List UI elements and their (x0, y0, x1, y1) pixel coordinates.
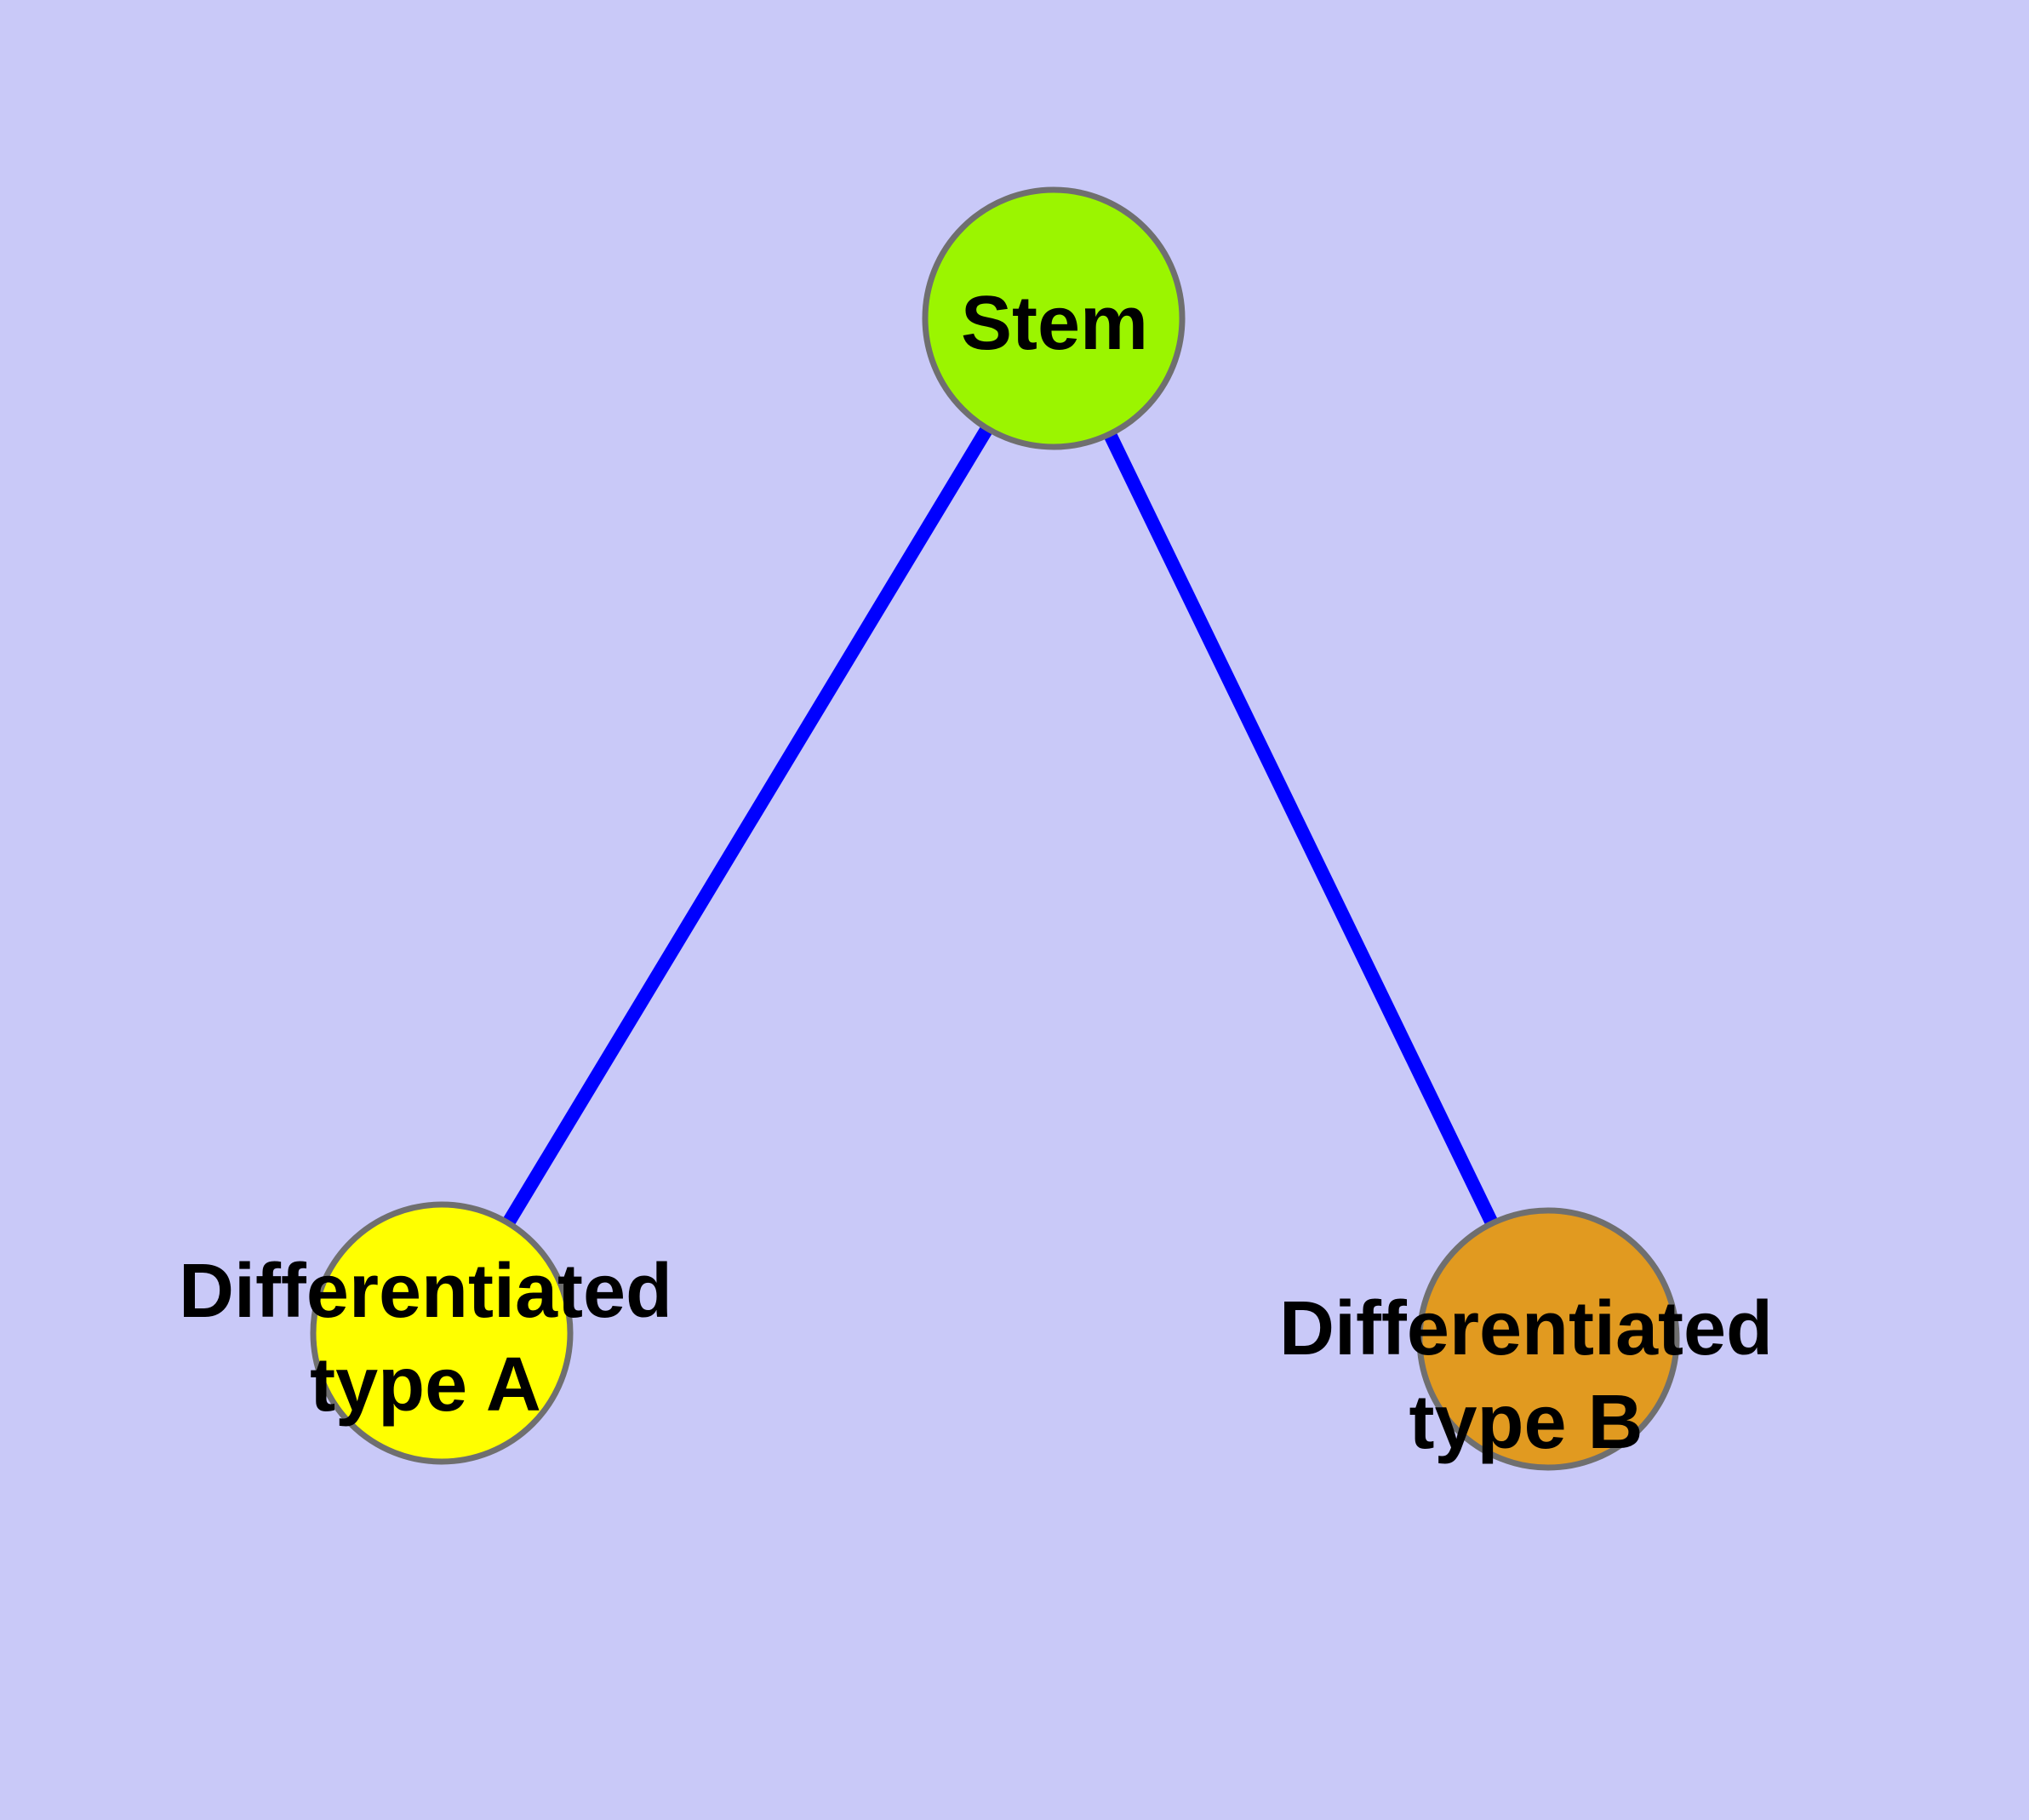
node-label-type-b-line-1: Differentiated (1279, 1286, 1773, 1371)
edge-stem-to-type-b (1047, 315, 1555, 1342)
node-label-stem: Stem (961, 281, 1148, 366)
node-differentiated-type-b (1416, 1207, 1680, 1471)
node-differentiated-type-a (310, 1201, 574, 1465)
node-label-type-b-line-2: type B (1409, 1380, 1643, 1465)
edge-stem-to-type-a (436, 314, 1060, 1337)
node-label-type-a-line-2: type A (310, 1342, 541, 1428)
node-stem (922, 186, 1186, 450)
node-label-type-a-line-1: Differentiated (179, 1249, 672, 1334)
